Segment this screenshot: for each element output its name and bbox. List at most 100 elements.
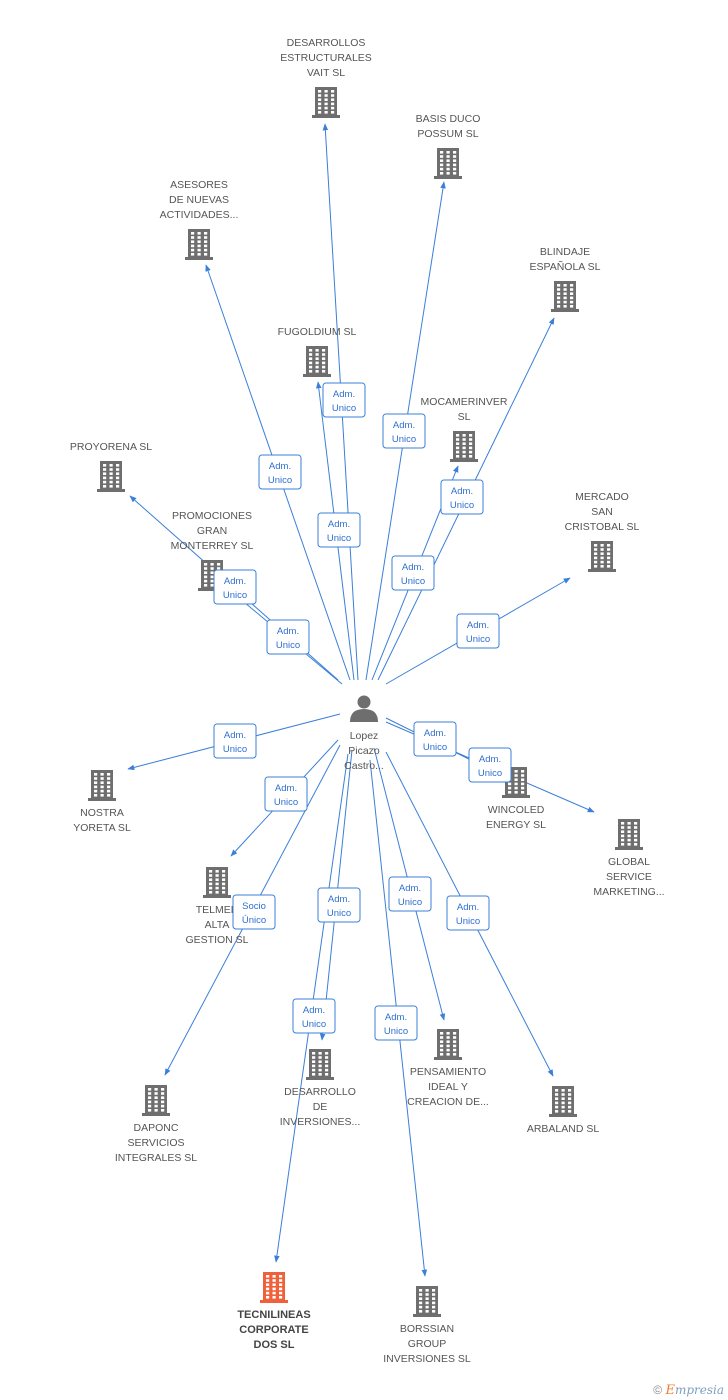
company-label-tecnilineas-corporate[interactable]: TECNILINEAS <box>237 1309 310 1321</box>
company-label-desarrollos-estructurales[interactable]: VAIT SL <box>307 67 345 79</box>
role-badge-promociones-gran-monterrey[interactable]: Adm.Unico <box>266 619 310 655</box>
role-badge-blindaje-espanola[interactable]: Adm.Unico <box>440 479 484 515</box>
brand-watermark: © Empresia <box>653 1383 724 1398</box>
company-label-nostra-yoreta[interactable]: YORETA SL <box>73 822 131 834</box>
role-badge-telmen-alta-gestion[interactable]: Adm.Unico <box>264 776 308 812</box>
building-icon-mocamerinver[interactable] <box>450 431 478 462</box>
building-icon-blindaje-espanola[interactable] <box>551 281 579 312</box>
company-label-tecnilineas-corporate[interactable]: CORPORATE <box>239 1324 308 1336</box>
company-label-borssian-group[interactable]: INVERSIONES SL <box>383 1353 471 1365</box>
company-label-arbaland[interactable]: ARBALAND SL <box>527 1123 600 1135</box>
role-badge-text: Unico <box>327 533 351 544</box>
role-badge-fugoldium[interactable]: Adm. Unico <box>317 512 361 548</box>
company-label-blindaje-espanola[interactable]: BLINDAJE <box>540 246 590 258</box>
company-label-nostra-yoreta[interactable]: NOSTRA <box>80 807 124 819</box>
company-label-fugoldium[interactable]: FUGOLDIUM SL <box>278 326 357 338</box>
company-label-telmen-alta-gestion[interactable]: ALTA <box>205 919 230 931</box>
roles-layer: Adm.UnicoAdm.UnicoAdm.UnicoAdm.UnicoAdm.… <box>213 382 512 1041</box>
company-label-mercado-san-cristobal[interactable]: CRISTOBAL SL <box>565 521 640 533</box>
company-label-pensamiento-ideal[interactable]: IDEAL Y <box>428 1081 468 1093</box>
company-label-borssian-group[interactable]: BORSSIAN <box>400 1323 454 1335</box>
company-label-desarrollos-estructurales[interactable]: DESARROLLOS <box>287 37 366 49</box>
building-icon-tecnilineas-corporate[interactable] <box>260 1272 288 1303</box>
building-icon-desarrollo-inversiones[interactable] <box>306 1049 334 1080</box>
company-label-daponc-servicios[interactable]: DAPONC <box>134 1122 179 1134</box>
company-label-promociones-gran-monterrey[interactable]: PROMOCIONES <box>172 510 252 522</box>
center-person-name-line: Lopez <box>350 730 379 742</box>
role-badge-mocamerinver[interactable]: Adm.Unico <box>391 555 435 591</box>
building-icon-pensamiento-ideal[interactable] <box>434 1029 462 1060</box>
company-label-mercado-san-cristobal[interactable]: SAN <box>591 506 613 518</box>
role-badge-text: Unico <box>268 475 292 486</box>
building-icon-desarrollos-estructurales[interactable] <box>312 87 340 118</box>
role-badge-asesores-nuevas[interactable]: Adm. Unico <box>258 454 302 490</box>
company-label-desarrollo-inversiones[interactable]: INVERSIONES... <box>280 1116 361 1128</box>
role-badge-text: Adm. <box>328 519 350 530</box>
company-label-asesores-nuevas[interactable]: ACTIVIDADES... <box>160 209 239 221</box>
company-label-desarrollos-estructurales[interactable]: ESTRUCTURALES <box>280 52 372 64</box>
center-person-name-line: Picazo <box>348 745 380 757</box>
role-badge-text: Adm. <box>399 883 421 894</box>
building-icon-wincoled-energy[interactable] <box>502 767 530 798</box>
company-label-desarrollo-inversiones[interactable]: DESARROLLO <box>284 1086 356 1098</box>
company-label-pensamiento-ideal[interactable]: PENSAMIENTO <box>410 1066 486 1078</box>
role-badge-desarrollo-inversiones[interactable]: Adm.Unico <box>317 887 361 923</box>
company-label-promociones-gran-monterrey[interactable]: GRAN <box>197 525 227 537</box>
building-icon-fugoldium[interactable] <box>303 346 331 377</box>
building-icon-global-service-marketing[interactable] <box>615 819 643 850</box>
building-icon-nostra-yoreta[interactable] <box>88 770 116 801</box>
role-badge-pensamiento-ideal[interactable]: Adm.Unico <box>388 876 432 912</box>
role-badge-tecnilineas-corporate[interactable]: Adm.Unico <box>292 998 336 1034</box>
role-badge-desarrollos-estructurales[interactable]: Adm.Unico <box>322 382 366 418</box>
building-icon-daponc-servicios[interactable] <box>142 1085 170 1116</box>
company-label-daponc-servicios[interactable]: SERVICIOS <box>128 1137 185 1149</box>
role-badge-text: Unico <box>450 500 474 511</box>
company-label-desarrollo-inversiones[interactable]: DE <box>313 1101 328 1113</box>
company-label-mocamerinver[interactable]: MOCAMERINVER <box>421 396 508 408</box>
building-icon-basis-duco[interactable] <box>434 148 462 179</box>
company-label-daponc-servicios[interactable]: INTEGRALES SL <box>115 1152 197 1164</box>
role-badge-borssian-group[interactable]: Adm.Unico <box>374 1005 418 1041</box>
company-label-wincoled-energy[interactable]: ENERGY SL <box>486 819 546 831</box>
role-badge-proyorena[interactable]: Adm.Unico <box>213 569 257 605</box>
company-label-asesores-nuevas[interactable]: DE NUEVAS <box>169 194 229 206</box>
building-icon-asesores-nuevas[interactable] <box>185 229 213 260</box>
company-label-proyorena[interactable]: PROYORENA SL <box>70 441 152 453</box>
company-label-borssian-group[interactable]: GROUP <box>408 1338 447 1350</box>
building-icon-arbaland[interactable] <box>549 1086 577 1117</box>
company-label-wincoled-energy[interactable]: WINCOLED <box>488 804 545 816</box>
company-label-global-service-marketing[interactable]: GLOBAL <box>608 856 650 868</box>
company-label-telmen-alta-gestion[interactable]: GESTION SL <box>185 934 248 946</box>
company-label-asesores-nuevas[interactable]: ASESORES <box>170 179 228 191</box>
company-label-basis-duco[interactable]: BASIS DUCO <box>416 113 481 125</box>
company-label-blindaje-espanola[interactable]: ESPAÑOLA SL <box>529 260 600 273</box>
role-badge-text: Unico <box>384 1026 408 1037</box>
person-icon[interactable] <box>350 695 378 723</box>
company-label-tecnilineas-corporate[interactable]: DOS SL <box>254 1339 295 1351</box>
role-badge-nostra-yoreta[interactable]: Adm.Unico <box>213 723 257 759</box>
role-badge-wincoled-energy[interactable]: Adm.Unico <box>413 721 457 757</box>
company-label-basis-duco[interactable]: POSSUM SL <box>417 128 478 140</box>
building-icon-proyorena[interactable] <box>97 461 125 492</box>
role-badge-global-service-marketing[interactable]: Adm.Unico <box>468 747 512 783</box>
role-badge-mercado-san-cristobal[interactable]: Adm.Unico <box>456 613 500 649</box>
role-badge-text: Unico <box>392 434 416 445</box>
company-label-mercado-san-cristobal[interactable]: MERCADO <box>575 491 629 503</box>
company-label-mocamerinver[interactable]: SL <box>458 411 471 423</box>
company-label-global-service-marketing[interactable]: MARKETING... <box>593 886 664 898</box>
company-label-global-service-marketing[interactable]: SERVICE <box>606 871 652 883</box>
building-icon-borssian-group[interactable] <box>413 1286 441 1317</box>
role-badge-text: Unico <box>276 640 300 651</box>
role-badge-basis-duco[interactable]: Adm.Unico <box>382 413 426 449</box>
role-badge-text: Unico <box>223 590 247 601</box>
role-badge-text: Adm. <box>402 562 424 573</box>
building-icon-telmen-alta-gestion[interactable] <box>203 867 231 898</box>
company-label-promociones-gran-monterrey[interactable]: MONTERREY SL <box>171 540 254 552</box>
company-label-telmen-alta-gestion[interactable]: TELMEN <box>196 904 239 916</box>
role-badge-text: Adm. <box>269 461 291 472</box>
building-icon-mercado-san-cristobal[interactable] <box>588 541 616 572</box>
role-badge-arbaland[interactable]: Adm.Unico <box>446 895 490 931</box>
company-label-pensamiento-ideal[interactable]: CREACION DE... <box>407 1096 489 1108</box>
role-badge-text: Unico <box>327 908 351 919</box>
